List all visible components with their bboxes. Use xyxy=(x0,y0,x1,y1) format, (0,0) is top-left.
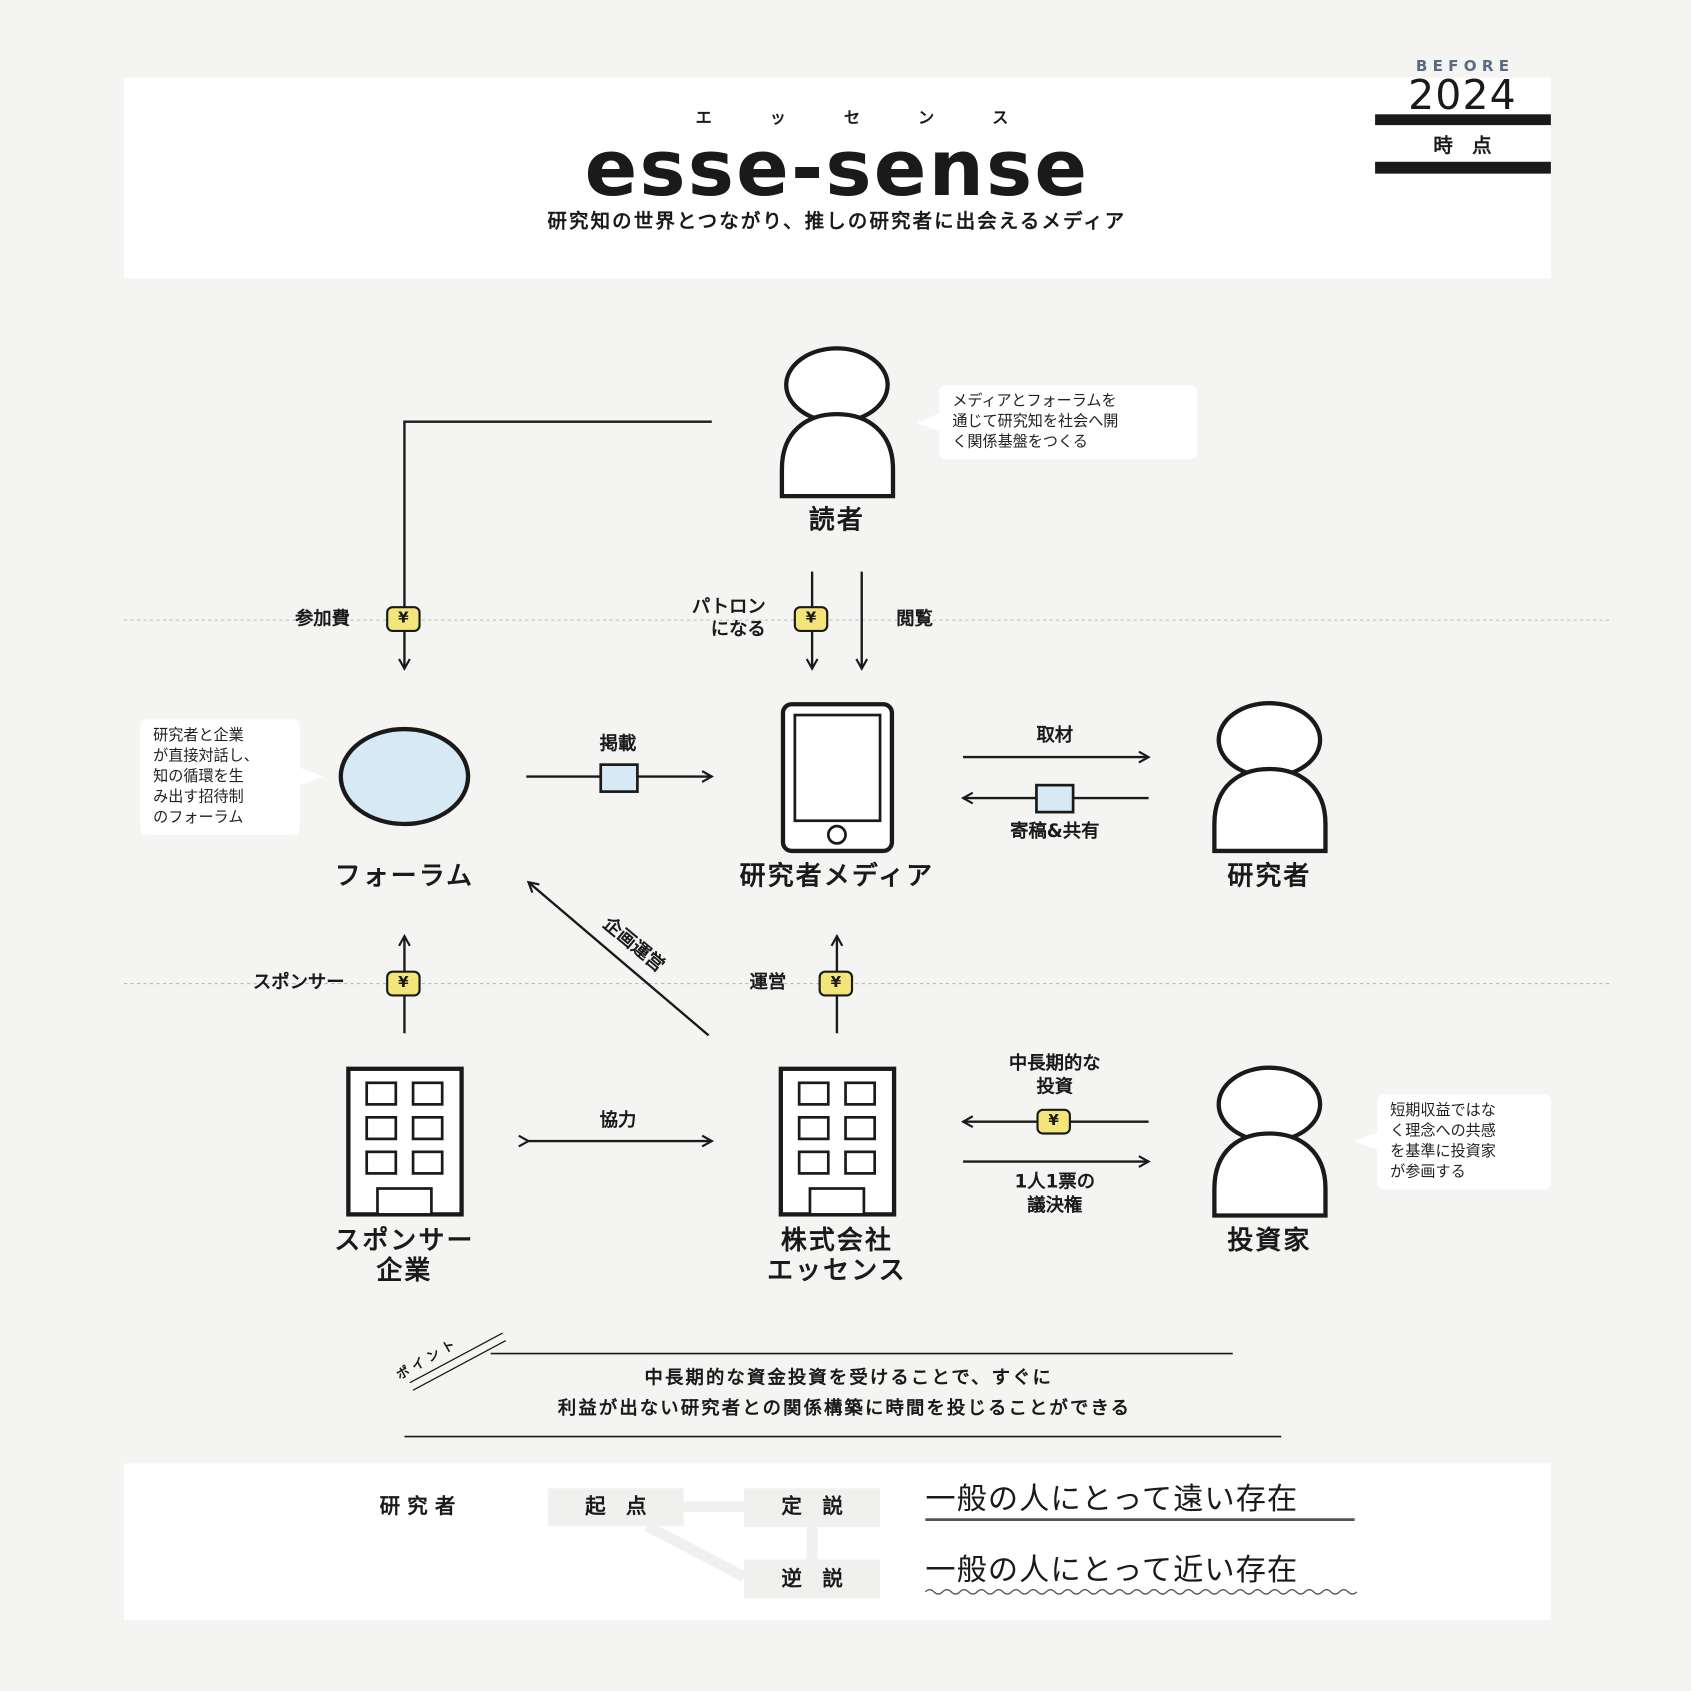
publish-label: 掲載 xyxy=(599,733,637,755)
badge-year: 2024 xyxy=(1408,71,1517,119)
callout-line: 知の循環を生 xyxy=(153,767,244,786)
badge-before: B E F O R E xyxy=(1415,58,1510,76)
reader-callout: メディアとフォーラムを通じて研究知を社会へ開く関係基盤をつくる xyxy=(939,385,1198,460)
fee-arrow xyxy=(404,420,712,669)
ruby-char: ン xyxy=(918,107,935,128)
footer-origin: 起 点 xyxy=(585,1494,647,1519)
browse-label: 閲覧 xyxy=(896,608,933,630)
subtitle: 研究知の世界とつながり、推しの研究者に出会えるメディア xyxy=(547,210,1127,233)
ruby-char: ス xyxy=(992,107,1009,128)
patron-label-line: になる xyxy=(710,619,766,641)
sponsor-label-line: 企業 xyxy=(376,1255,433,1286)
header-panel xyxy=(124,77,1551,279)
investor-callout: 短期収益ではなく理念への共感を基準に投資家が参画する xyxy=(1377,1094,1551,1190)
yen-badge-operate: ¥ xyxy=(818,970,854,997)
callout-line: が参画する xyxy=(1390,1163,1466,1181)
badge-bar xyxy=(1375,161,1551,174)
investor-label: 投資家 xyxy=(1227,1225,1312,1256)
vote-label: 1人1票の議決権 xyxy=(1015,1170,1096,1217)
smartphone-icon xyxy=(780,702,895,854)
footer-researcher: 研 究 者 xyxy=(379,1494,456,1519)
footer-far: 一般の人にとって遠い存在 xyxy=(925,1480,1299,1517)
forum-circle-icon xyxy=(338,726,471,827)
sponsor-building-icon xyxy=(346,1066,464,1217)
operate-label: 運営 xyxy=(749,971,787,994)
sponsor-flow-label: スポンサー xyxy=(252,971,345,994)
callout-line: 通じて研究知を社会へ開 xyxy=(952,413,1119,431)
point-line-1: 中長期的な資金投資を受けることで、すぐに xyxy=(644,1367,1054,1390)
researcher-person-icon xyxy=(1212,701,1328,854)
company-label-line: エッセンス xyxy=(767,1255,907,1286)
reader-person-icon xyxy=(779,346,896,499)
footer-orthodox: 定 説 xyxy=(781,1494,843,1519)
ruby-char: エ xyxy=(695,107,712,128)
ruby-char: セ xyxy=(843,107,861,128)
orthodox-box xyxy=(744,1488,881,1528)
near-wavy-underline xyxy=(924,1589,1358,1595)
page-title: esse-sense xyxy=(584,122,1090,214)
ruby-char: ッ xyxy=(769,107,786,128)
planning-arrow xyxy=(528,882,710,1037)
forum-label: フォーラム xyxy=(334,860,475,891)
callout-line: メディアとフォーラムを xyxy=(952,392,1117,410)
point-slash xyxy=(412,1340,507,1391)
fee-label: 参加費 xyxy=(294,608,350,630)
yen-badge-sponsor: ¥ xyxy=(386,970,421,997)
contribute-label: 寄稿&共有 xyxy=(1010,820,1100,843)
invest-label: 中長期的な投資 xyxy=(1009,1052,1101,1099)
callout-line: を基準に投資家 xyxy=(1390,1143,1496,1161)
callout-line: み出す招待制 xyxy=(153,788,244,806)
reader-label: 読者 xyxy=(808,504,865,535)
researcher-label: 研究者 xyxy=(1227,860,1312,891)
origin-box xyxy=(547,1488,684,1527)
footer-paradox: 逆 説 xyxy=(781,1567,843,1591)
point-slash xyxy=(409,1332,503,1384)
yen-badge-invest: ¥ xyxy=(1036,1108,1071,1135)
content-square-icon xyxy=(599,763,639,793)
callout-line: 研究者と企業 xyxy=(153,726,244,745)
callout-line: が直接対話し、 xyxy=(153,747,259,765)
cooperate-label: 協力 xyxy=(599,1109,637,1132)
investor-person-icon xyxy=(1212,1065,1328,1218)
forum-callout: 研究者と企業が直接対話し、知の循環を生み出す招待制のフォーラム xyxy=(140,719,300,835)
vote-label-line: 1人1票の xyxy=(1014,1171,1096,1193)
invest-label-line: 中長期的な xyxy=(1008,1052,1101,1075)
callout-line: く関係基盤をつくる xyxy=(952,433,1088,451)
callout-line: 短期収益ではな xyxy=(1390,1102,1496,1120)
sponsor-label-line: スポンサー xyxy=(334,1225,475,1256)
company-label: 株式会社エッセンス xyxy=(767,1225,907,1285)
media-label: 研究者メディア xyxy=(739,860,935,891)
callout-line: のフォーラム xyxy=(153,808,244,827)
yen-badge-fee: ¥ xyxy=(386,606,421,633)
footer-near: 一般の人にとって近い存在 xyxy=(925,1551,1299,1588)
company-label-line: 株式会社 xyxy=(780,1225,893,1256)
title-ruby: エッセンス xyxy=(696,108,1009,127)
point-line-2: 利益が出ない研究者との関係構築に時間を投じることができる xyxy=(557,1397,1132,1420)
callout-line: く理念への共感 xyxy=(1390,1122,1496,1140)
badge-bar xyxy=(1375,114,1551,126)
paradox-box xyxy=(744,1559,881,1599)
company-building-icon xyxy=(778,1066,897,1217)
patron-label: パトロンになる xyxy=(669,596,766,641)
yen-badge-patron: ¥ xyxy=(793,606,829,633)
interview-label: 取材 xyxy=(1036,724,1074,747)
patron-label-line: パトロン xyxy=(691,596,766,618)
invest-label-line: 投資 xyxy=(1036,1076,1074,1098)
sponsor-label: スポンサー企業 xyxy=(334,1225,474,1285)
content-square-icon xyxy=(1035,783,1075,814)
vote-label-line: 議決権 xyxy=(1027,1194,1083,1217)
badge-label: 時 点 xyxy=(1433,134,1492,158)
